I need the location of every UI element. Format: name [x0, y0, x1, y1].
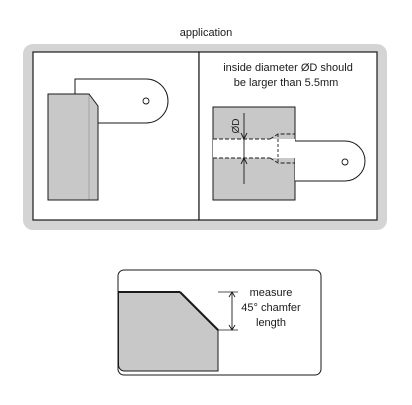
lug-hole-icon [341, 158, 349, 166]
diagram-title: application [180, 27, 233, 39]
diameter-label: ØD [231, 119, 242, 134]
lug-hole-icon [142, 97, 150, 105]
diameter-dimension: ØD [231, 113, 248, 184]
chamfer-detail-part [117, 291, 219, 372]
measure-note-line1: measure [250, 287, 293, 299]
inserted-lug [295, 140, 366, 182]
diameter-note-line1: inside diameter ØD should [223, 62, 353, 74]
measure-note-line2: 45° chamfer [241, 302, 301, 314]
chamfer-dimension [218, 291, 238, 331]
measure-note-line3: length [256, 317, 286, 329]
chamfered-part [47, 93, 99, 201]
bored-part [212, 106, 296, 201]
diameter-note-line2: be larger than 5.5mm [234, 77, 339, 89]
cable-lug [74, 78, 169, 124]
